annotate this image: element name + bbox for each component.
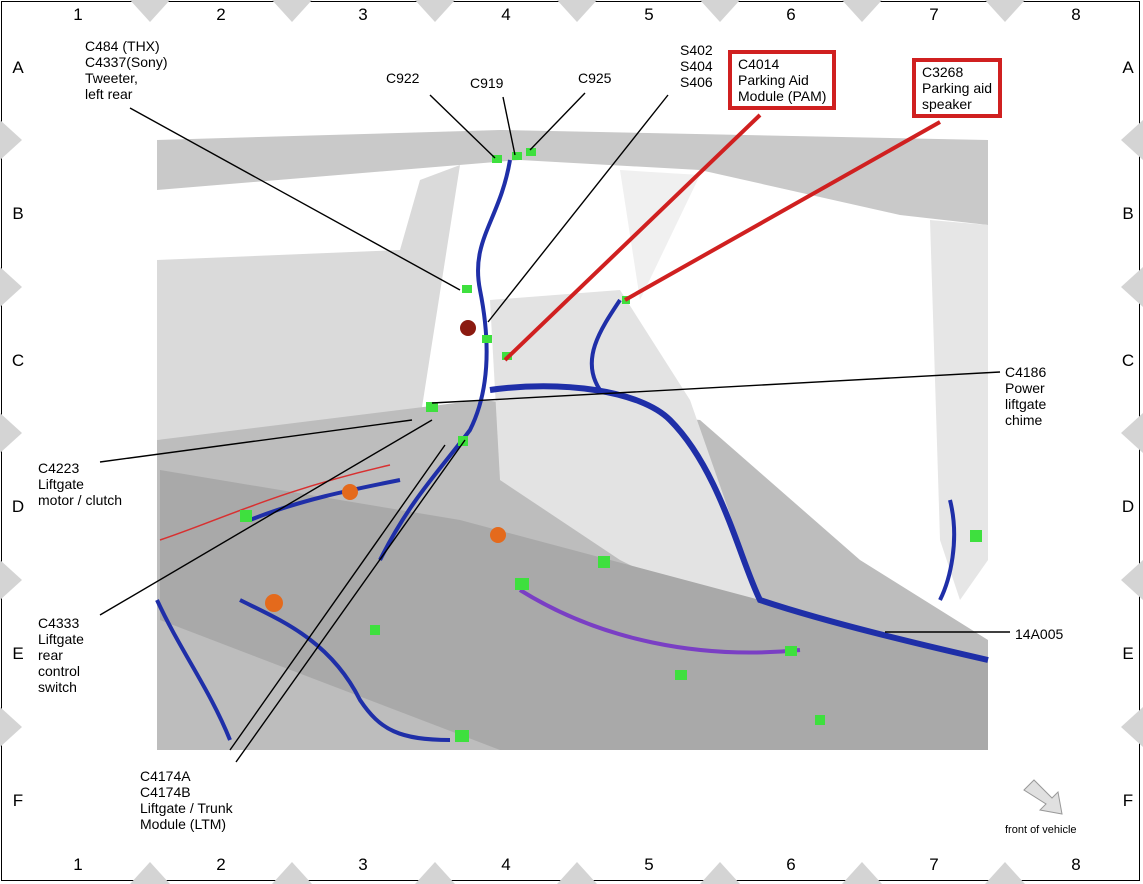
column-label: 7	[929, 5, 939, 24]
callout-line: Power	[1005, 380, 1045, 396]
row-label: F	[12, 791, 24, 810]
callout-line: speaker	[922, 96, 972, 112]
callout-line: C4014	[738, 56, 780, 72]
row-label: C	[1121, 351, 1135, 370]
row-label: A	[12, 58, 24, 77]
row-label: B	[1122, 204, 1134, 223]
callout-line: Parking Aid	[738, 72, 809, 88]
column-label: 8	[1071, 855, 1081, 874]
row-label: C	[11, 351, 25, 370]
column-label: 6	[786, 5, 796, 24]
vehicle-body-illustration	[157, 130, 988, 750]
callout-line: Liftgate	[38, 631, 84, 647]
callout-line: switch	[38, 679, 77, 695]
callout-line: control	[38, 663, 81, 679]
callout-tweeter: C484 (THX)C4337(Sony)Tweeter,left rear	[85, 38, 168, 102]
front-of-vehicle-label: front of vehicle	[1005, 824, 1077, 836]
column-label: 2	[216, 5, 226, 24]
column-label: 3	[358, 5, 368, 24]
callout-line: S406	[680, 74, 713, 90]
callout-line: S404	[680, 58, 713, 74]
callout-line: left rear	[85, 86, 133, 102]
wiring-harness	[155, 159, 989, 742]
column-label: 4	[501, 855, 511, 874]
grommets	[265, 484, 506, 612]
callout-line: Liftgate	[38, 476, 84, 492]
callout-c925: C925	[578, 70, 612, 86]
row-label: D	[11, 497, 25, 516]
column-label: 5	[644, 5, 654, 24]
callout-line: C4337(Sony)	[85, 54, 168, 70]
column-label: 8	[1071, 5, 1081, 24]
column-label: 1	[73, 5, 83, 24]
callout-line: liftgate	[1005, 396, 1047, 412]
row-label: B	[12, 204, 24, 223]
column-label: 2	[216, 855, 226, 874]
callout-c919: C919	[470, 75, 504, 91]
row-label: E	[12, 644, 24, 663]
leader-lines	[99, 92, 1010, 763]
callout-line: C4186	[1005, 364, 1047, 380]
row-label: A	[1122, 58, 1134, 77]
row-label: E	[1122, 644, 1134, 663]
column-label: 1	[73, 855, 83, 874]
column-label: 3	[358, 855, 368, 874]
callout-line: C4223	[38, 460, 80, 476]
callout-harness: 14A005	[1015, 626, 1064, 642]
callout-line: Module (PAM)	[738, 88, 827, 104]
callout-line: motor / clutch	[38, 492, 123, 508]
callout-line: chime	[1005, 412, 1043, 428]
callout-line: rear	[38, 647, 63, 663]
callout-line: C4174A	[140, 768, 191, 784]
column-label: 4	[501, 5, 511, 24]
column-label: 7	[929, 855, 939, 874]
purple-wire	[518, 588, 801, 655]
callout-c922: C922	[386, 70, 420, 86]
callout-line: Parking aid	[922, 80, 993, 96]
red-wire	[159, 464, 391, 541]
callout-line: C4333	[38, 615, 80, 631]
callout-line: C4174B	[140, 784, 191, 800]
callout-line: Liftgate / Trunk	[140, 800, 233, 816]
speaker-marker	[460, 320, 476, 336]
column-label: 5	[644, 855, 654, 874]
callout-line: Tweeter,	[85, 70, 138, 86]
highlight-leaders	[503, 113, 941, 362]
arrow-down-right-icon	[1023, 779, 1063, 815]
callout-line: C484 (THX)	[85, 38, 160, 54]
row-label: D	[1121, 497, 1135, 516]
column-label: 6	[786, 855, 796, 874]
callout-line: S402	[680, 42, 713, 58]
callout-line: C3268	[922, 64, 964, 80]
callout-line: Module (LTM)	[140, 816, 227, 832]
row-label: F	[1122, 791, 1134, 810]
